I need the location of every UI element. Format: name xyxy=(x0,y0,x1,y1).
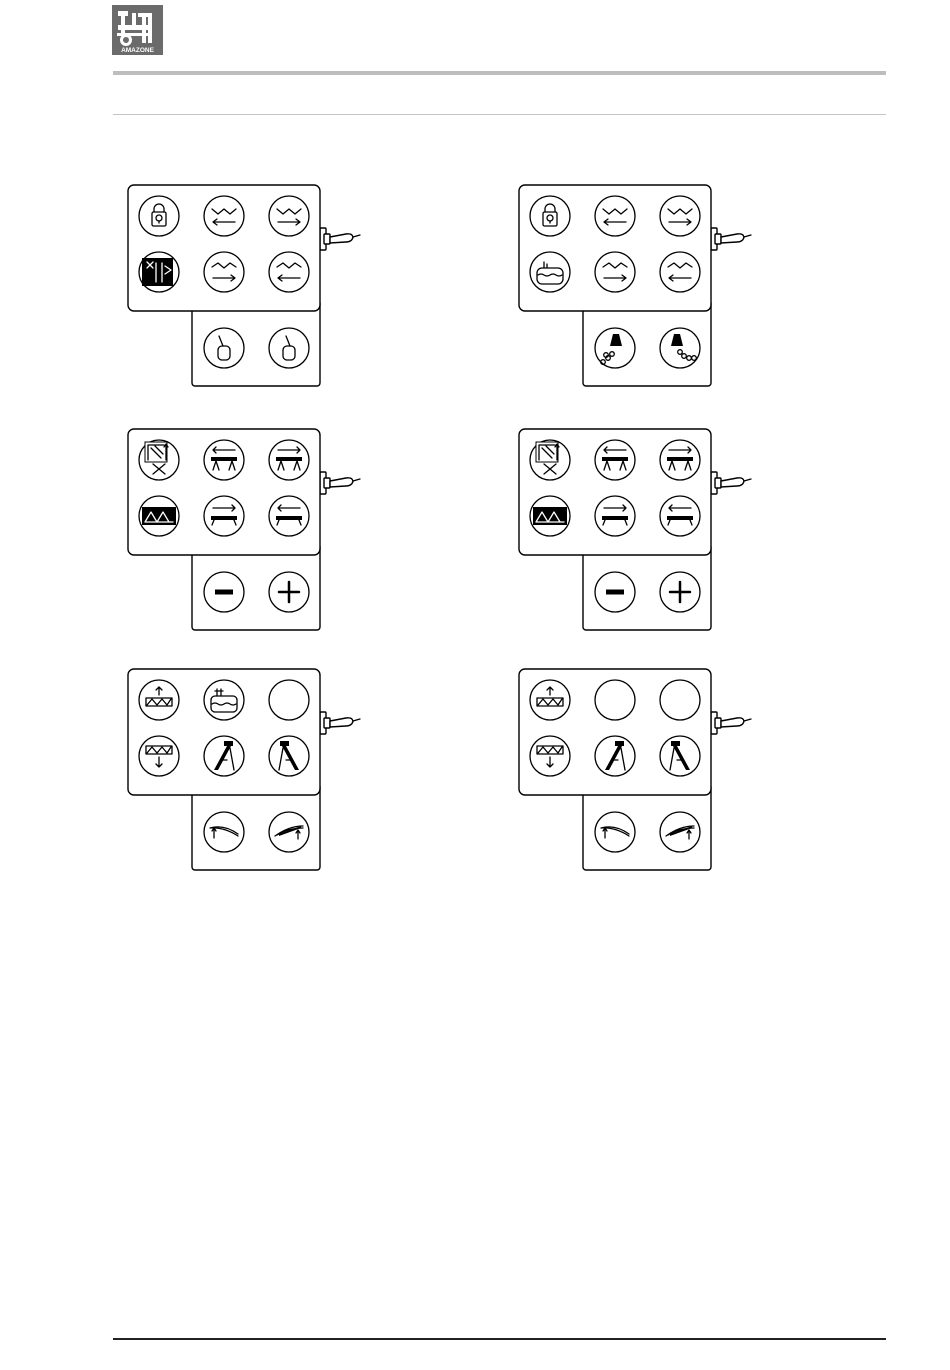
control-panel-5 xyxy=(120,664,380,884)
boom-shift-right-icon[interactable] xyxy=(204,496,244,536)
control-panel-3 xyxy=(120,424,380,644)
boom-tilt-right-icon[interactable] xyxy=(269,812,309,852)
tank-level-icon[interactable] xyxy=(204,680,244,720)
lamp-lock-icon[interactable] xyxy=(139,196,179,236)
boom-spread-right-icon[interactable] xyxy=(269,440,309,480)
boom-fold-in-left-icon[interactable] xyxy=(269,252,309,292)
spread-fan-right-icon[interactable] xyxy=(660,328,700,368)
lamp-lock-icon[interactable] xyxy=(530,196,570,236)
boom-shift-right-icon[interactable] xyxy=(595,496,635,536)
boom-raise-icon[interactable] xyxy=(530,680,570,720)
boom-lowered-icon[interactable] xyxy=(530,496,570,536)
marker-left-icon[interactable] xyxy=(595,736,635,776)
boom-raise-icon[interactable] xyxy=(139,680,179,720)
header-rule xyxy=(113,71,886,75)
boom-tilt-left-icon[interactable] xyxy=(204,812,244,852)
section-rule xyxy=(113,114,886,115)
boom-fold-in-right-icon[interactable] xyxy=(595,252,635,292)
marker-right-icon[interactable] xyxy=(660,736,700,776)
marker-right-icon[interactable] xyxy=(269,736,309,776)
boom-shift-left-icon[interactable] xyxy=(660,496,700,536)
minus-icon[interactable] xyxy=(204,572,244,612)
brand-wordmark: AMAZONE xyxy=(121,47,155,54)
amazone-tractor-logo-icon: AMAZONE xyxy=(112,5,163,55)
boom-spread-right-icon[interactable] xyxy=(660,440,700,480)
boom-fold-in-left-icon[interactable] xyxy=(660,252,700,292)
control-panel-1 xyxy=(120,180,380,400)
boom-fold-left-icon[interactable] xyxy=(204,196,244,236)
empty-icon[interactable] xyxy=(595,680,635,720)
lever-right-icon[interactable] xyxy=(269,328,309,368)
boom-fold-right-icon[interactable] xyxy=(660,196,700,236)
control-panel-6 xyxy=(511,664,771,884)
boom-fold-in-right-icon[interactable] xyxy=(204,252,244,292)
plus-icon[interactable] xyxy=(660,572,700,612)
boom-height-lock-icon[interactable] xyxy=(530,440,570,480)
control-panel-4 xyxy=(511,424,771,644)
boom-spread-left-icon[interactable] xyxy=(204,440,244,480)
tank-icon[interactable] xyxy=(530,252,570,292)
boom-lowered-icon[interactable] xyxy=(139,496,179,536)
boom-height-lock-icon[interactable] xyxy=(139,440,179,480)
empty-icon[interactable] xyxy=(269,680,309,720)
amazone-logo: AMAZONE xyxy=(112,5,163,55)
plus-icon[interactable] xyxy=(269,572,309,612)
marker-left-icon[interactable] xyxy=(204,736,244,776)
boom-lower-icon[interactable] xyxy=(530,736,570,776)
spread-fan-left-icon[interactable] xyxy=(595,328,635,368)
control-panel-2 xyxy=(511,180,771,400)
lever-left-icon[interactable] xyxy=(204,328,244,368)
boom-tilt-left-icon[interactable] xyxy=(595,812,635,852)
empty-icon[interactable] xyxy=(660,680,700,720)
boom-fold-left-icon[interactable] xyxy=(595,196,635,236)
footer-rule xyxy=(113,1338,886,1340)
boom-tilt-right-icon[interactable] xyxy=(660,812,700,852)
boom-shift-left-icon[interactable] xyxy=(269,496,309,536)
minus-icon[interactable] xyxy=(595,572,635,612)
boom-spread-left-icon[interactable] xyxy=(595,440,635,480)
boom-lower-icon[interactable] xyxy=(139,736,179,776)
boom-fold-right-icon[interactable] xyxy=(269,196,309,236)
sprayer-folding-icon[interactable] xyxy=(139,252,179,292)
